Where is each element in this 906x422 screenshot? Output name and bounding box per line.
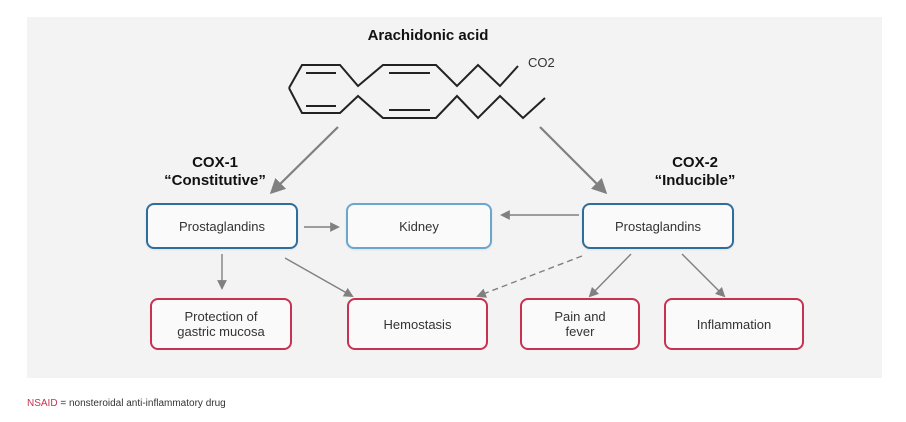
cox1-name: COX-1 bbox=[192, 154, 238, 171]
arrow-acid-to-cox2 bbox=[539, 126, 608, 195]
lower-chain bbox=[288, 87, 546, 120]
prostaglandins-right-node: Prostaglandins bbox=[582, 203, 734, 249]
arrow-pg-right-to-pain bbox=[588, 253, 632, 298]
footnote: NSAID = nonsteroidal anti-inflammatory d… bbox=[27, 398, 226, 409]
prostaglandins-left-node: Prostaglandins bbox=[146, 203, 298, 249]
inflammation-node: Inflammation bbox=[664, 298, 804, 350]
gastric-mucosa-node: Protection of gastric mucosa bbox=[150, 298, 292, 350]
co2-label: CO2 bbox=[528, 55, 555, 70]
cox1-label: COX-1 “Constitutive” bbox=[140, 154, 290, 190]
pain-fever-node: Pain and fever bbox=[520, 298, 640, 350]
cox2-label: COX-2 “Inducible” bbox=[620, 154, 770, 190]
hemostasis-node: Hemostasis bbox=[347, 298, 488, 350]
cox2-type: “Inducible” bbox=[654, 172, 736, 189]
cox2-name: COX-2 bbox=[672, 154, 718, 171]
arrow-pg-right-to-inflammation bbox=[681, 253, 726, 298]
upper-chain bbox=[288, 63, 519, 89]
molecule-title: Arachidonic acid bbox=[367, 27, 489, 44]
arachidonic-acid-structure bbox=[288, 63, 546, 120]
cox1-type: “Constitutive” bbox=[164, 172, 266, 189]
arrow-acid-to-cox1 bbox=[269, 126, 339, 195]
footnote-abbreviation: NSAID bbox=[27, 398, 58, 409]
arrow-pg-right-to-hemostasis-dashed bbox=[476, 255, 583, 298]
footnote-definition: = nonsteroidal anti-inflammatory drug bbox=[57, 398, 226, 409]
kidney-node: Kidney bbox=[346, 203, 492, 249]
arrow-pg-left-to-hemostasis bbox=[284, 257, 354, 297]
